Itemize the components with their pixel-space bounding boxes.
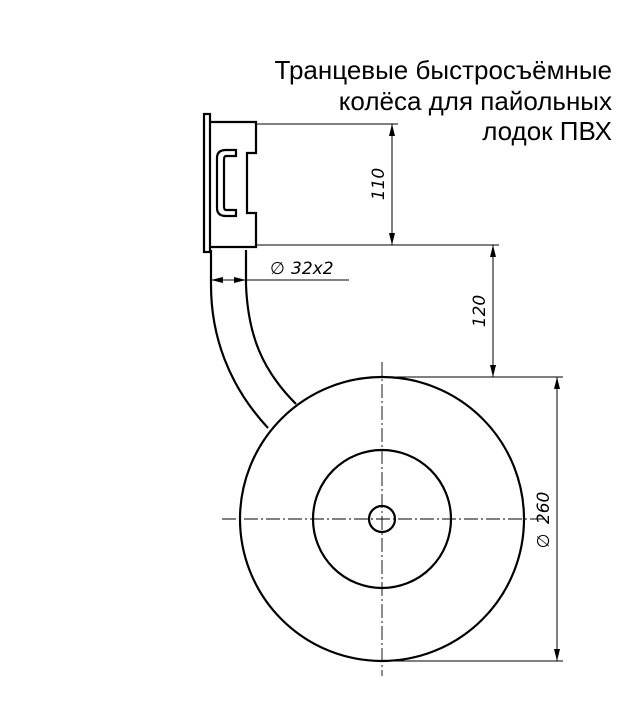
arrowhead bbox=[554, 649, 560, 661]
title-line-3: лодок ПВХ bbox=[482, 116, 612, 146]
title-line-1: Транцевые быстросъёмные bbox=[275, 55, 612, 85]
bracket-body bbox=[210, 120, 258, 249]
dimension-120-label: 120 bbox=[470, 295, 490, 327]
bracket-plate bbox=[202, 112, 212, 254]
dimension-260-label: 260 bbox=[534, 492, 554, 524]
tube-inner-edge bbox=[244, 250, 297, 405]
arrowhead bbox=[490, 365, 496, 377]
tube-outer-edge bbox=[209, 250, 269, 429]
dimension-wheel-diameter: ∅ 260 bbox=[382, 376, 563, 662]
title-line-2: колёса для пайольных bbox=[339, 86, 612, 116]
dimension-260-text: ∅ 260 bbox=[534, 492, 554, 549]
arrowhead bbox=[490, 245, 496, 257]
arrowhead bbox=[234, 277, 246, 283]
wheel-tube bbox=[209, 250, 297, 429]
diameter-symbol: ∅ bbox=[270, 259, 285, 279]
transom-bracket bbox=[202, 112, 258, 254]
dimension-32x2-label: 32x2 bbox=[291, 259, 334, 279]
arrowhead bbox=[389, 233, 395, 245]
wheel bbox=[222, 362, 544, 676]
arrowhead bbox=[211, 277, 223, 283]
dimension-tube-size: ∅ 32x2 bbox=[211, 259, 349, 283]
dimension-110-label: 110 bbox=[369, 168, 389, 200]
drawing-title: Транцевые быстросъёмные колёса для пайол… bbox=[275, 55, 612, 146]
dimension-bracket-height: 110 bbox=[256, 123, 398, 246]
arrowhead bbox=[554, 377, 560, 389]
bracket-slot bbox=[215, 148, 238, 218]
diameter-symbol: ∅ bbox=[534, 534, 554, 549]
arrowhead bbox=[389, 124, 395, 136]
